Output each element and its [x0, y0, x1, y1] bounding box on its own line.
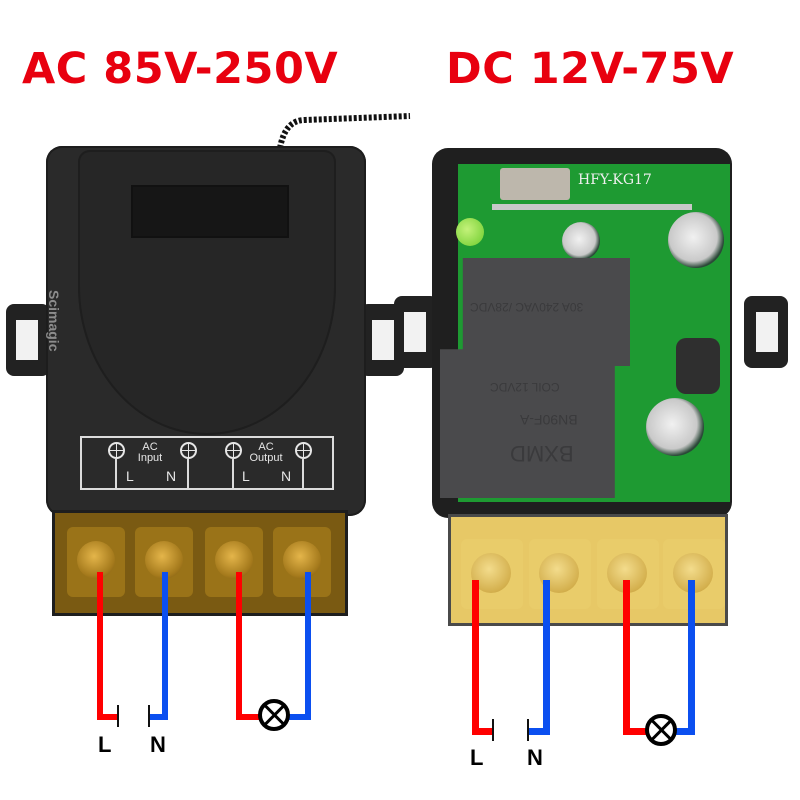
lamp-icon — [258, 699, 290, 731]
input-label-ac: AC — [142, 441, 158, 453]
relay-brand-text: BXMD — [510, 441, 574, 466]
left-mounting-ear — [394, 296, 438, 368]
terminal-2[interactable] — [529, 539, 591, 609]
terminal-l-in[interactable] — [67, 527, 125, 597]
neutral-wire-output — [688, 580, 695, 735]
crystal-oscillator — [500, 168, 570, 200]
terminal-screw-icon — [180, 442, 197, 459]
capacitor-c1 — [646, 398, 704, 456]
terminal-screw-icon — [295, 442, 312, 459]
line-label: L — [470, 745, 484, 770]
neutral-label: N — [527, 745, 543, 770]
output-l-label: L — [242, 468, 250, 484]
relay-coil-text: COIL 12VDC — [490, 380, 560, 394]
neutral-wire-input — [543, 580, 550, 735]
terminal-block — [448, 514, 728, 626]
live-wire-input — [97, 572, 103, 720]
relay-model-text: BN90F-A — [520, 412, 578, 428]
rf-module-board — [492, 204, 692, 210]
terminal-screw-icon — [225, 442, 242, 459]
dc-voltage-heading: DC 12V-75V — [446, 44, 735, 94]
switch-contact-n — [527, 719, 529, 741]
terminal-label-panel: AC Input AC Output L N L N — [80, 436, 334, 490]
live-wire-input — [472, 580, 479, 735]
neutral-label: N — [150, 732, 166, 757]
live-wire-output — [623, 580, 630, 735]
output-label-ac: AC — [258, 441, 274, 453]
lamp-icon — [645, 714, 677, 746]
input-l-label: L — [126, 468, 134, 484]
terminal-l-out[interactable] — [205, 527, 263, 597]
left-mounting-ear — [6, 304, 50, 376]
input-label: Input — [137, 452, 163, 464]
watermark-text: Scimagic — [46, 290, 62, 352]
rf-module-label: HFY-KG17 — [578, 172, 652, 188]
line-label: L — [98, 732, 112, 757]
terminal-1[interactable] — [461, 539, 523, 609]
output-n-label: N — [281, 468, 292, 484]
led-window — [131, 185, 289, 238]
neutral-wire-output — [305, 572, 311, 720]
live-wire-output — [236, 572, 242, 720]
antenna-coil-icon — [277, 113, 411, 149]
switch-contact-l — [492, 719, 494, 741]
relay-rating-text: 30A 240VAC /28VDC — [470, 300, 584, 314]
inductor-l1 — [676, 338, 720, 394]
ac-voltage-heading: AC 85V-250V — [22, 44, 339, 94]
right-mounting-ear — [744, 296, 788, 368]
switch-contact-n — [148, 705, 150, 727]
capacitor-c7 — [562, 222, 600, 260]
switch-contact-l — [117, 705, 119, 727]
input-n-label: N — [166, 468, 177, 484]
terminal-n-out[interactable] — [273, 527, 331, 597]
neutral-wire-input — [162, 572, 168, 720]
terminal-n-in[interactable] — [135, 527, 193, 597]
terminal-4[interactable] — [663, 539, 725, 609]
green-led — [456, 218, 484, 246]
capacitor-large — [668, 212, 724, 268]
output-label: Output — [249, 452, 283, 464]
relay — [440, 258, 630, 498]
terminal-screw-icon — [108, 442, 125, 459]
